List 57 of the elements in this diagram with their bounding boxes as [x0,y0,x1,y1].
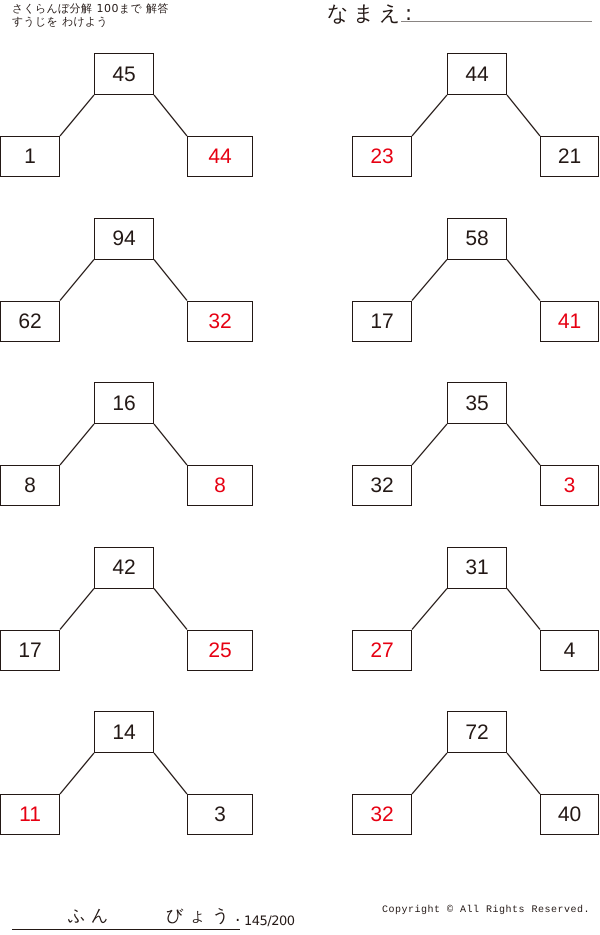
connector-line [412,94,448,136]
number-box: 4 [540,630,599,670]
number-box: 42 [94,546,154,588]
connector-line [154,752,188,794]
number-box: 72 [447,711,507,753]
connector-line [154,94,188,136]
connector-line [506,424,540,466]
connector-line [154,588,188,630]
number-box: 3 [540,465,599,506]
number-box: 31 [447,546,507,588]
connector-line [412,752,448,794]
number-box: 8 [0,465,60,506]
number-box: 32 [352,794,412,835]
number-box: 44 [187,136,253,177]
unit-label: びょう. [166,907,246,926]
number-box: 17 [352,300,412,342]
number-box: 41 [540,300,599,342]
number-box: 1 [0,136,60,177]
number-box: 45 [94,53,154,95]
connector-line [506,94,540,136]
connector-line [60,588,94,630]
copyright-notice: Copyright © All Rights Reserved. [382,905,590,916]
number-box: 27 [352,630,412,670]
subtitle: すうじを わけよう [12,16,108,29]
connector-line [412,588,448,630]
number-box: 21 [540,136,599,177]
number-box: 62 [0,300,60,342]
number-box: 16 [94,382,154,424]
connector-line [154,424,188,466]
unit-label: ふん [68,907,114,927]
connector-line [60,259,94,301]
connector-line [506,752,540,794]
number-box: 25 [187,630,253,670]
connector-line [412,424,448,466]
connector-line [506,259,540,301]
number-box: 8 [187,465,253,506]
number-box: 58 [447,218,507,260]
number-box: 40 [540,794,599,835]
connector-line [506,588,540,630]
number-box: 14 [94,711,154,753]
number-box: 94 [94,218,154,260]
name-label: なまえ: [327,1,416,26]
page-number: 145/200 [244,915,295,930]
connector-line [60,94,94,136]
number-box: 35 [447,382,507,424]
connector-line [412,259,448,301]
number-box: 17 [0,630,60,670]
number-box: 32 [352,465,412,506]
number-box: 44 [447,53,507,95]
connector-line [60,424,94,466]
number-box: 32 [187,300,253,342]
worksheet-title: さくらんぼ分解 100まで 解答 [12,3,169,16]
number-box: 3 [187,794,253,835]
number-box: 23 [352,136,412,177]
connector-line [60,752,94,794]
number-box: 11 [0,794,60,835]
connector-line [154,259,188,301]
